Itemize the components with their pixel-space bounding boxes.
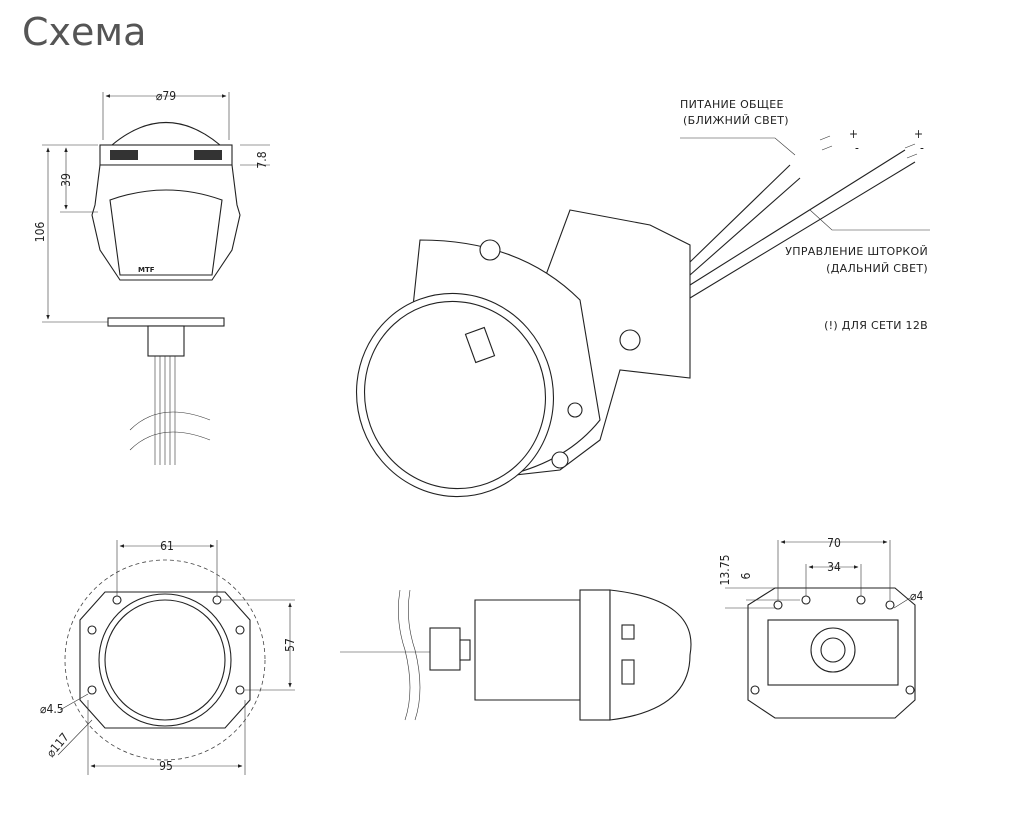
dim-70: 70 [827,536,841,550]
dim-61: 61 [160,539,174,553]
dim-57: 57 [283,638,297,652]
iso-view: ПИТАНИЕ ОБЩЕЕ (БЛИЖНИЙ СВЕТ) УПРАВЛЕНИЕ … [355,98,930,498]
label-power-sub: (БЛИЖНИЙ СВЕТ) [683,114,789,127]
dim-7-8: 7.8 [255,151,269,168]
back-view: 70 34 13.75 6 ⌀4 [718,536,923,719]
dim-diameter-79: ⌀79 [156,89,176,103]
lens-view: 61 57 ⌀4.5 ⌀117 95 [40,539,297,775]
dim-95: 95 [159,759,173,773]
front-view: ⌀79 MTF 7.8 39 106 [33,89,270,465]
dim-hole-4: ⌀4 [910,589,923,603]
page-title: Схема [22,10,147,54]
dim-6: 6 [739,572,753,579]
plus-1: + [849,127,858,141]
label-power: ПИТАНИЕ ОБЩЕЕ [680,98,784,111]
voltage-note: (!) ДЛЯ СЕТИ 12В [824,319,928,332]
plus-2: + [914,127,923,141]
label-shutter: УПРАВЛЕНИЕ ШТОРКОЙ [785,245,928,258]
dim-13-75: 13.75 [718,555,732,586]
dim-34: 34 [827,560,841,574]
dim-106: 106 [33,222,47,243]
side-view [340,589,692,721]
label-shutter-sub: (ДАЛЬНИЙ СВЕТ) [826,262,928,275]
brand-logo: MTF [138,266,155,274]
dim-39: 39 [59,173,73,187]
dim-hole-4-5: ⌀4.5 [40,702,64,716]
minus-1: - [855,141,859,155]
minus-2: - [920,141,924,155]
